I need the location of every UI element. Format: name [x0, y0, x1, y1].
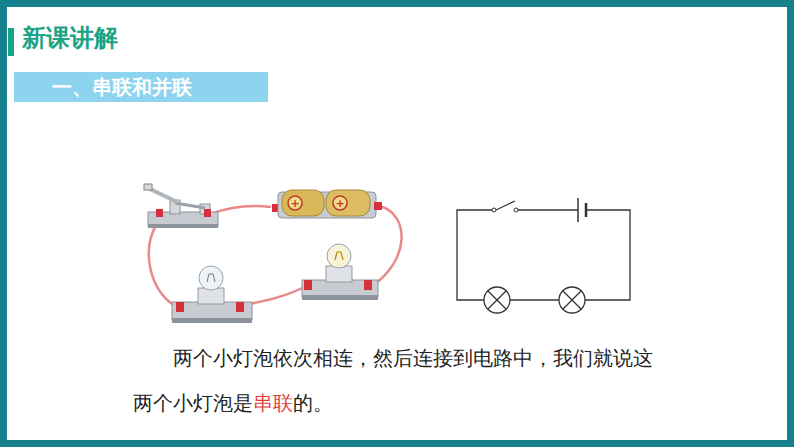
battery	[272, 190, 382, 218]
red-wires	[149, 206, 402, 306]
bulb-left	[172, 266, 252, 323]
section-band: 一、串联和并联	[14, 72, 268, 102]
band-title: 一、串联和并联	[52, 74, 192, 101]
body-text: 两个小灯泡依次相连，然后连接到电路中，我们就说这两个小灯泡是	[133, 346, 653, 415]
title-marker	[8, 28, 14, 56]
paragraph: 两个小灯泡依次相连，然后连接到电路中，我们就说这两个小灯泡是串联的。	[133, 336, 657, 426]
plus-sign: +	[335, 198, 344, 209]
key-term: 串联	[253, 391, 293, 415]
switch	[144, 184, 218, 228]
schematic	[457, 198, 630, 313]
plus-sign: +	[290, 198, 299, 209]
page-heading: 新课讲解	[22, 26, 118, 50]
body-text: 的。	[293, 391, 333, 415]
bulb-right	[302, 244, 378, 300]
